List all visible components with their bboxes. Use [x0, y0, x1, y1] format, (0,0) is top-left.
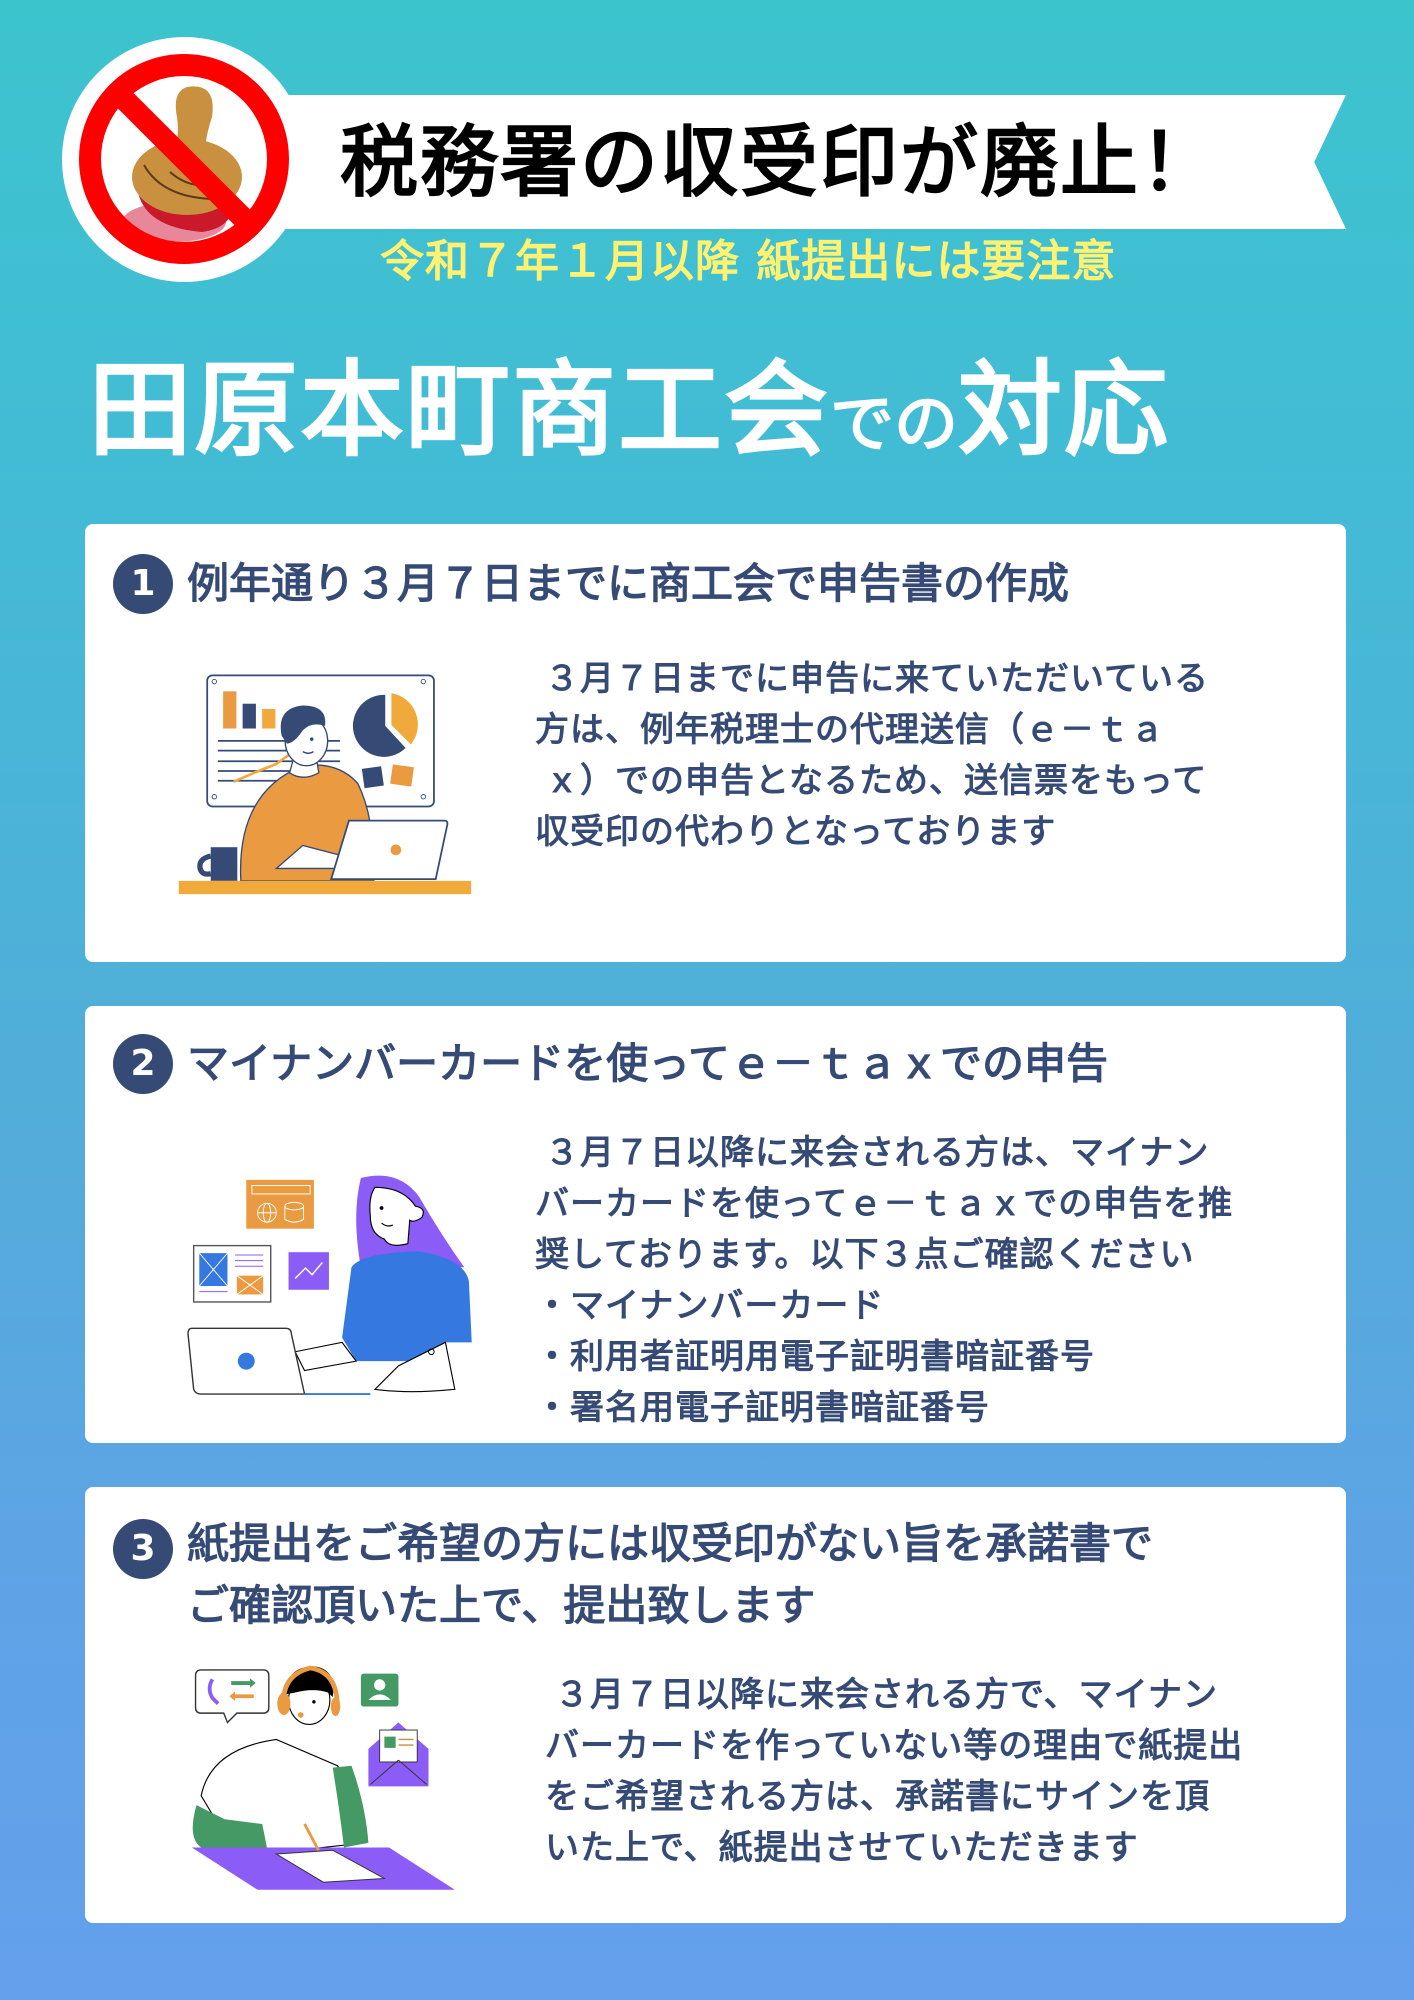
body-line: バーカードを使ってｅ－ｔａｘでの申告を推 [535, 1184, 1234, 1224]
step-card-3: 3 紙提出をご希望の方には収受印がない旨を承諾書で ご確認頂いた上で、提出致しま… [85, 1487, 1346, 1923]
card-heading-line: ご確認頂いた上で、提出致します [187, 1581, 816, 1630]
step-number-badge: 1 [113, 554, 173, 614]
checklist-item: ・利用者証明用電子証明書暗証番号 [535, 1337, 1095, 1377]
card-body-text: ３月７日以降に来会される方で、マイナン バーカードを作っていない等の理由で紙提出… [545, 1670, 1285, 1874]
man-with-headset-writing-illustration [191, 1665, 455, 1890]
page-title-response: 対応 [958, 349, 1171, 471]
page-title-org: 田原本町商工会 [88, 349, 831, 471]
body-line: バーカードを作っていない等の理由で紙提出 [545, 1726, 1244, 1766]
checklist-item: ・署名用電子証明書暗証番号 [535, 1388, 990, 1428]
banner-title: 税務署の収受印が廃止！ [340, 118, 1221, 208]
step-card-1: 1 例年通り３月７日までに商工会で申告書の作成 [85, 524, 1346, 962]
body-line: いた上で、紙提出させていただきます [545, 1828, 1139, 1868]
card-body-text: ３月７日以降に来会される方は、マイナン バーカードを使ってｅ－ｔａｘでの申告を推… [535, 1128, 1275, 1434]
title-ribbon [250, 95, 1346, 229]
body-line: 収受印の代わりとなっております [535, 812, 1057, 852]
body-line: ３月７日以降に来会される方は、マイナン [545, 1133, 1210, 1173]
no-stamp-icon [79, 54, 289, 264]
card-heading: 2 マイナンバーカードを使ってｅ－ｔａｘでの申告 [113, 1034, 1109, 1094]
page-title-particle: での [830, 388, 959, 462]
body-line: 方は、例年税理士の代理送信（ｅ－ｔａ [535, 710, 1165, 750]
step-number-badge: 2 [113, 1034, 173, 1094]
card-heading: 3 紙提出をご希望の方には収受印がない旨を承諾書で ご確認頂いた上で、提出致しま… [113, 1513, 1153, 1637]
body-line: をご希望される方は、承諾書にサインを頂 [545, 1777, 1210, 1817]
card-heading-line: マイナンバーカードを使ってｅ－ｔａｘでの申告 [187, 1039, 1109, 1088]
step-number-badge: 3 [113, 1519, 173, 1579]
subtitle-warning: 令和７年１月以降 紙提出には要注意 [380, 236, 1117, 287]
body-line: 奨しております。以下３点ご確認ください [535, 1235, 1195, 1275]
body-line: ３月７日以降に来会される方で、マイナン [555, 1675, 1218, 1715]
body-line: ｘ）での申告となるため、送信票をもって [545, 761, 1208, 801]
card-heading-line: 例年通り３月７日までに商工会で申告書の作成 [187, 559, 1070, 608]
card-body-text: ３月７日までに申告に来ていただいている 方は、例年税理士の代理送信（ｅ－ｔａ ｘ… [535, 654, 1255, 858]
card-heading-line: 紙提出をご希望の方には収受印がない旨を承諾書で [187, 1519, 1154, 1568]
checklist-item: ・マイナンバーカード [535, 1286, 885, 1326]
body-line: ３月７日までに申告に来ていただいている [545, 659, 1209, 699]
card-heading: 1 例年通り３月７日までに商工会で申告書の作成 [113, 554, 1070, 614]
woman-at-laptop-illustration [187, 1175, 472, 1395]
man-at-laptop-with-charts-illustration [178, 674, 472, 895]
no-stamp-sign [62, 37, 307, 282]
step-card-2: 2 マイナンバーカードを使ってｅ－ｔａｘでの申告 [85, 1006, 1346, 1443]
page-title: 田原本町商工会での対応 [88, 345, 1348, 475]
